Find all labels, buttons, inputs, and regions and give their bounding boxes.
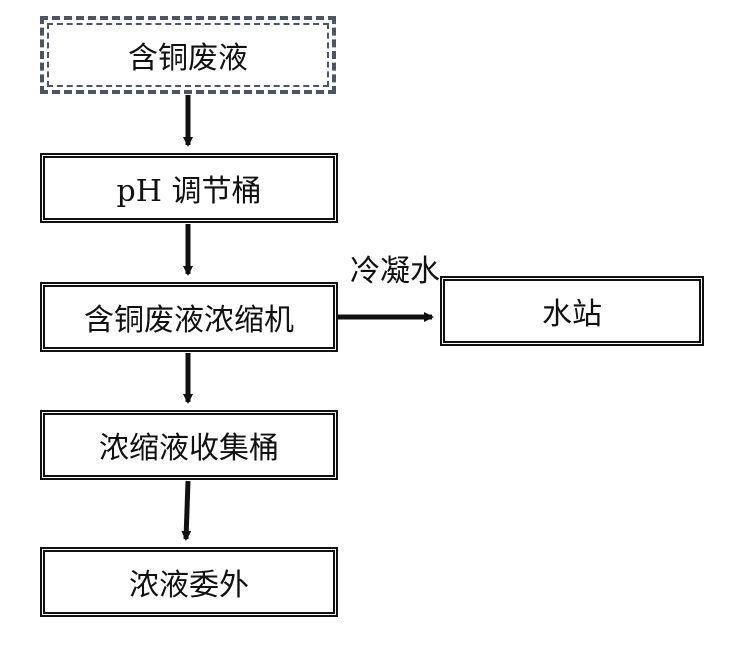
node-concentrate-collection-tank-label: 浓缩液收集桶 (99, 431, 279, 466)
arrow-collection-to-outsource (181, 480, 192, 541)
node-concentrate-outsource-label: 浓液委外 (129, 568, 249, 603)
node-concentrate-collection-tank: 浓缩液收集桶 (40, 410, 338, 480)
node-concentrator: 含铜废液浓缩机 (40, 282, 338, 352)
node-concentrate-outsource: 浓液委外 (40, 547, 338, 617)
node-ph-adjust-tank-label: pH 调节桶 (116, 174, 262, 209)
node-ph-adjust-tank: pH 调节桶 (40, 153, 338, 223)
node-copper-waste-liquid: 含铜废液 (40, 16, 336, 94)
edge-label-condensate: 冷凝水 (350, 254, 440, 289)
node-water-station-label: 水站 (542, 297, 602, 332)
node-copper-waste-liquid-label: 含铜废液 (128, 41, 248, 76)
node-water-station: 水站 (440, 276, 704, 346)
node-concentrator-label: 含铜废液浓缩机 (84, 303, 294, 338)
